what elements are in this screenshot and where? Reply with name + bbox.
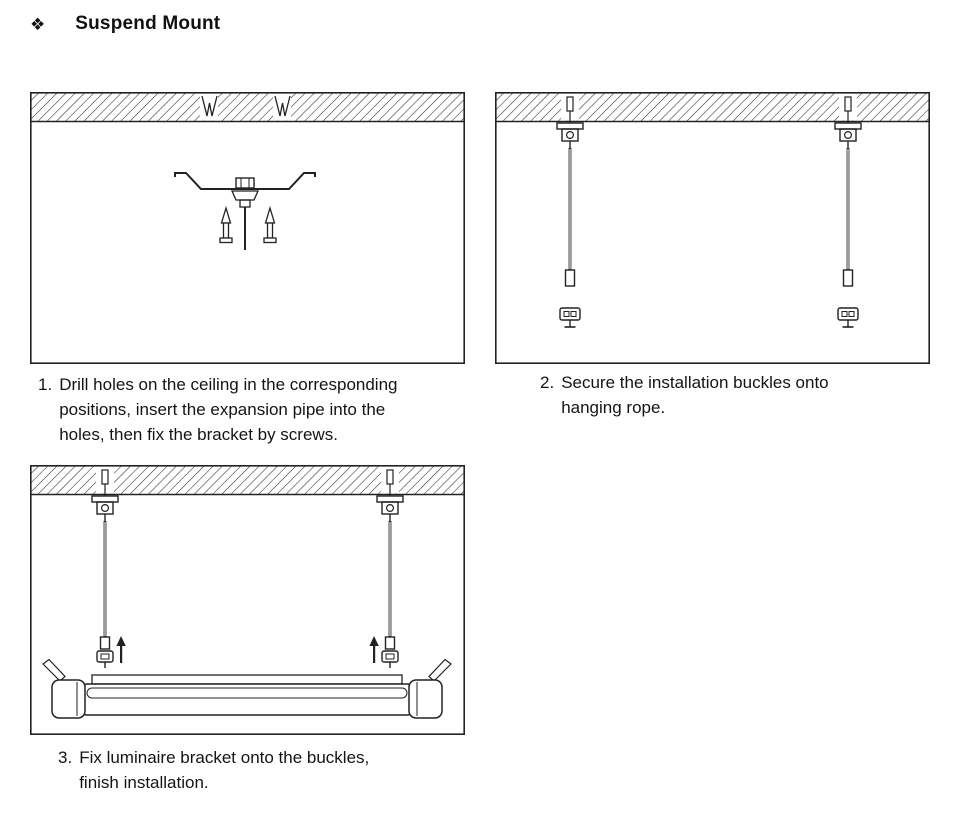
expansion-pipes [200, 93, 291, 121]
rope-with-buckle-assembly [91, 466, 119, 668]
section-header: ❖ Suspend Mount [30, 13, 220, 35]
step1-number: 1. [38, 375, 53, 394]
page-title: Suspend Mount [75, 13, 221, 34]
step3-diagram [30, 465, 465, 735]
step2-text: Secure the installation buckles onto han… [561, 373, 829, 417]
up-arrows [116, 636, 379, 663]
screws [219, 205, 277, 244]
step3-number: 3. [58, 748, 73, 767]
ceiling-hatch [31, 93, 464, 121]
step2-diagram [495, 92, 930, 364]
luminaire [42, 658, 452, 719]
step1-text: Drill holes on the ceiling in the corres… [59, 375, 398, 444]
step3-text: Fix luminaire bracket onto the buckles, … [79, 748, 370, 792]
mounting-bracket [174, 172, 316, 250]
step3-diagram-panel [30, 465, 465, 735]
step1-diagram-panel [30, 92, 465, 364]
step3-caption: 3. Fix luminaire bracket onto the buckle… [58, 745, 369, 795]
hanging-rope-assembly [556, 93, 584, 328]
step2-number: 2. [540, 373, 555, 392]
diamond-bullet-icon: ❖ [30, 14, 46, 34]
step1-caption: 1. Drill holes on the ceiling in the cor… [38, 372, 398, 447]
step1-diagram [30, 92, 465, 364]
hanging-rope-assembly-right [833, 92, 863, 329]
rope-with-buckle-assembly-right [375, 465, 405, 670]
step2-caption: 2. Secure the installation buckles onto … [540, 370, 829, 420]
step2-diagram-panel [495, 92, 930, 364]
